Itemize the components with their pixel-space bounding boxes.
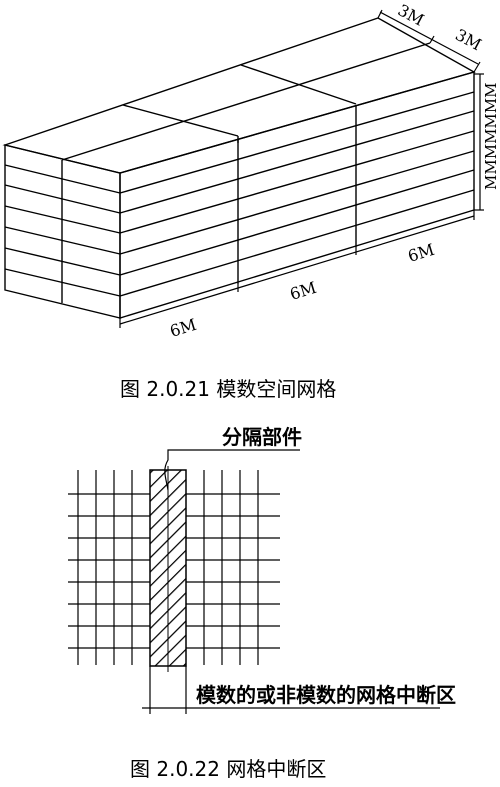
front-face-layers [119,91,475,297]
grid-interruption-figure [68,449,440,714]
front-face-verticals [237,106,357,284]
box-front-face [119,71,475,319]
dim-label-top-1: 3M [395,0,427,29]
right-grid [186,470,280,665]
dimension-lines [119,9,484,328]
dim-label-side: MMMMMMM [482,82,500,190]
box-top-face [2,17,476,174]
separating-component-label: 分隔部件 [222,425,302,449]
top-label-leader [164,449,300,491]
modular-space-grid-figure [2,9,484,328]
figure2-caption: 图 2.0.22 网格中断区 [130,757,326,781]
interruption-zone-label: 模数的或非模数的网格中断区 [196,683,456,707]
dim-label-top-2: 3M [452,25,484,54]
dim-label-bottom-1: 6M [168,315,199,341]
figure1-caption: 图 2.0.21 模数空间网格 [120,377,336,401]
interruption-zone-dimension [142,666,440,714]
top-face-grid [61,42,431,161]
dim-label-bottom-3: 6M [406,240,437,266]
left-grid [68,470,150,665]
dim-label-bottom-2: 6M [288,278,319,304]
left-face-layers [4,160,121,303]
